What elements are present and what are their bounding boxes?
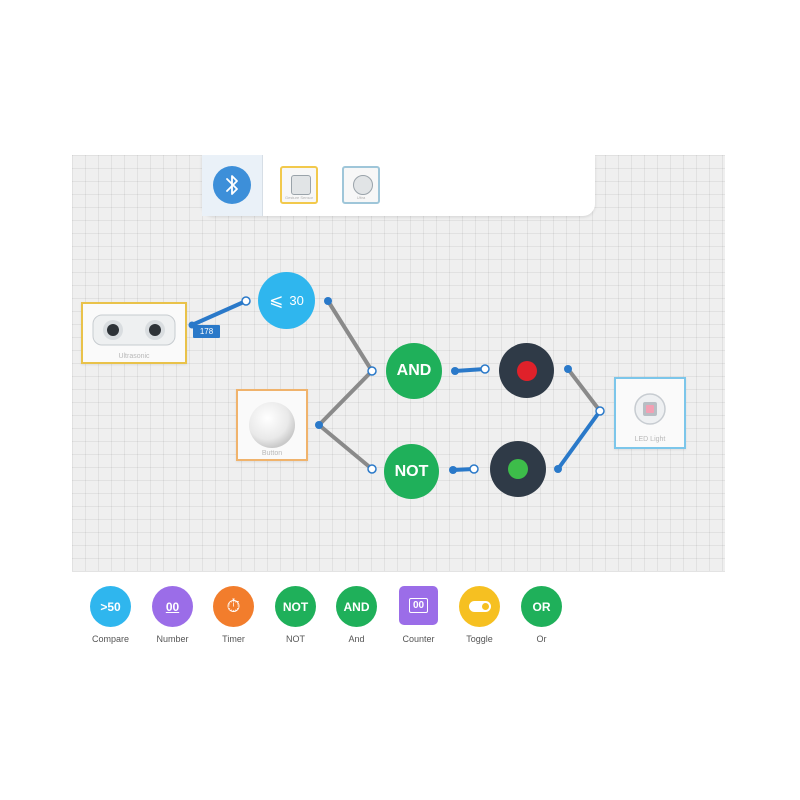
wire-ultrasonic-to-compare[interactable] [190, 299, 248, 327]
green-light-icon [508, 459, 528, 479]
ultrasonic-caption: Ultrasonic [118, 353, 150, 360]
wire-and-to-red[interactable] [453, 367, 487, 373]
compare-node[interactable]: ⩽ 30 [258, 272, 315, 329]
compare-input-port[interactable] [241, 296, 251, 306]
palette-item-and[interactable]: AND And [326, 572, 387, 645]
toolbar-module-caption: Ultra [356, 195, 366, 200]
toolbar-module-ultra[interactable]: Ultra [342, 166, 380, 204]
logic-editor-canvas[interactable]: Gesture Sensor Ultra [72, 155, 725, 645]
wire-compare-to-and[interactable] [326, 299, 374, 373]
ultra-module-icon [353, 175, 373, 195]
palette-label: Number [156, 634, 189, 644]
palette-item-toggle[interactable]: Toggle [449, 572, 510, 645]
wire-red-to-led[interactable] [566, 367, 602, 413]
button-caption: Button [261, 450, 283, 457]
compare-block-icon: >50 [90, 586, 131, 627]
bluetooth-cell [202, 155, 263, 216]
button-node[interactable]: Button [236, 389, 308, 461]
red-input-port[interactable] [480, 364, 490, 374]
or-block-icon: OR [521, 586, 562, 627]
counter-glyph: 00 [408, 598, 429, 613]
palette-label: Compare [91, 634, 129, 644]
button-output-port[interactable] [315, 421, 323, 429]
palette-label: NOT [286, 634, 305, 644]
not-output-port[interactable] [449, 466, 457, 474]
compare-output-port[interactable] [324, 297, 332, 305]
not-gate-node[interactable]: NOT [384, 444, 439, 499]
palette-label: And [348, 634, 365, 644]
palette-item-or[interactable]: OR Or [511, 572, 572, 645]
toolbar-module-gesture-sensor[interactable]: Gesture Sensor [280, 166, 318, 204]
wire-button-to-not[interactable] [317, 423, 374, 471]
timer-stopwatch-icon: ⏱ [213, 586, 254, 627]
palette-item-compare[interactable]: >50 Compare [80, 572, 141, 645]
led-light-caption: LED Light [634, 436, 666, 443]
push-button-icon [249, 402, 295, 448]
led-light-icon [634, 393, 666, 425]
palette-label: Timer [222, 634, 245, 644]
wire-green-to-led[interactable] [556, 409, 602, 471]
wire-layer [188, 296, 605, 474]
block-palette: >50 Compare 00 Number ⏱ Timer NOT NOT AN… [72, 571, 725, 645]
compare-value: 30 [289, 293, 304, 308]
led-light-node[interactable]: LED Light [614, 377, 686, 449]
compare-operator: ⩽ [269, 290, 284, 310]
ultrasonic-sensor-icon [92, 314, 176, 346]
indicator-green-node[interactable] [490, 441, 546, 497]
palette-item-counter[interactable]: 00 Counter [388, 572, 449, 645]
wire-button-to-and[interactable] [317, 369, 374, 427]
toggle-glyph [468, 601, 491, 612]
and-block-icon: AND [336, 586, 377, 627]
counter-block-icon: 00 [399, 586, 438, 625]
green-output-port[interactable] [554, 465, 562, 473]
toggle-switch-icon [459, 586, 500, 627]
number-block-icon: 00 [152, 586, 193, 627]
ultrasonic-sensor-node[interactable]: Ultrasonic [81, 302, 187, 364]
led-input-port[interactable] [595, 406, 605, 416]
and-input-port[interactable] [367, 366, 377, 376]
red-light-icon [516, 360, 537, 381]
palette-label: Or [536, 634, 547, 644]
and-gate-node[interactable]: AND [386, 343, 442, 399]
palette-label: Toggle [466, 634, 493, 644]
and-gate-label: AND [396, 362, 432, 379]
and-output-port[interactable] [451, 367, 459, 375]
module-toolbar: Gesture Sensor Ultra [202, 155, 595, 216]
toggle-knob [481, 603, 489, 610]
bluetooth-icon [226, 175, 238, 195]
palette-item-number[interactable]: 00 Number [142, 572, 203, 645]
palette-item-not[interactable]: NOT NOT [265, 572, 326, 645]
green-input-port[interactable] [469, 464, 479, 474]
not-block-icon: NOT [275, 586, 316, 627]
bluetooth-button[interactable] [213, 166, 251, 204]
palette-label: Counter [402, 634, 435, 644]
toolbar-module-caption: Gesture Sensor [284, 195, 313, 200]
not-gate-label: NOT [394, 462, 429, 480]
red-output-port[interactable] [564, 365, 572, 373]
indicator-red-node[interactable] [499, 343, 554, 398]
gesture-sensor-icon [291, 175, 311, 195]
not-input-port[interactable] [367, 464, 377, 474]
palette-item-timer[interactable]: ⏱ Timer [203, 572, 264, 645]
ultrasonic-reading-badge: 178 [193, 325, 220, 338]
